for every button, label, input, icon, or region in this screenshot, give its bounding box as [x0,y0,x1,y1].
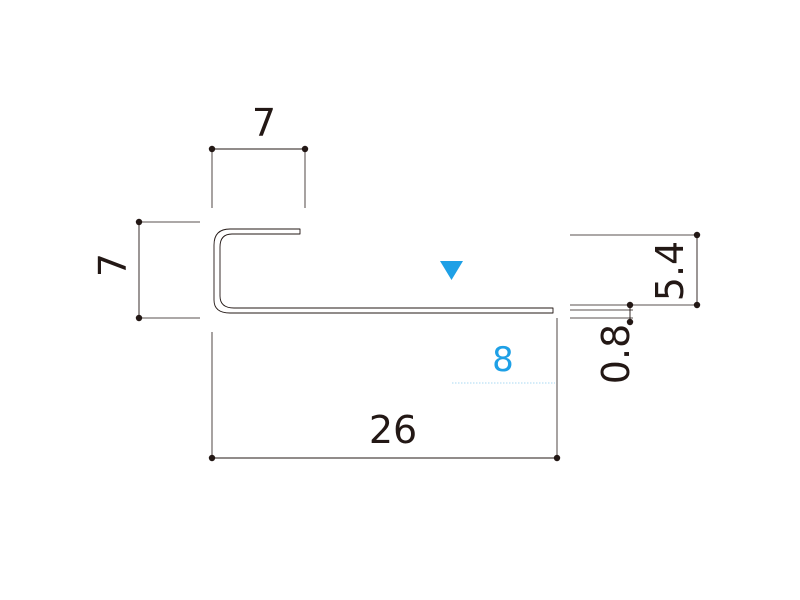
dim-right-height: 5.4 [570,231,701,309]
triangle-marker-icon [440,261,463,280]
profile-outline [213,228,554,314]
dim-bottom-length-label: 26 [369,408,417,452]
dim-left-height-label: 7 [91,253,135,277]
dim-thickness: 0.8 [570,301,638,384]
dim-left-height: 7 [91,218,200,322]
dim-bottom-length: 26 [208,318,561,462]
dim-thickness-label: 0.8 [594,324,638,384]
dim-top-flange: 7 [208,101,309,208]
accent-annotation: 8 [440,261,555,384]
dim-right-height-label: 5.4 [648,241,692,301]
accent-value-label: 8 [492,340,514,380]
dim-top-flange-label: 7 [252,101,276,145]
